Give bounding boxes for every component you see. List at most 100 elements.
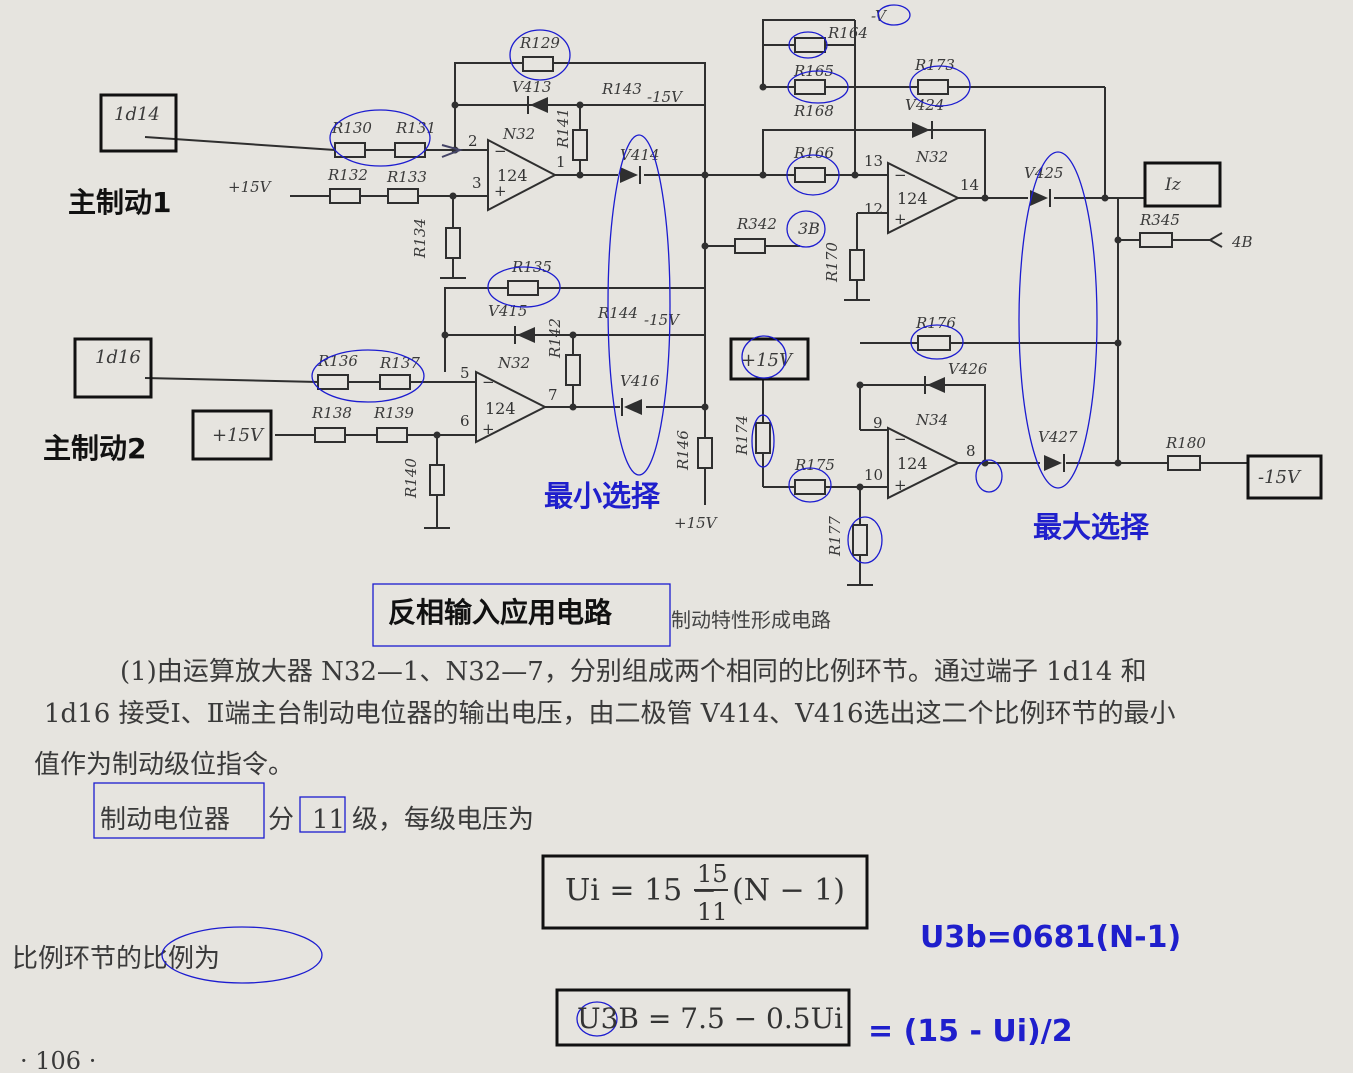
label-min-select: 最小选择 [544, 479, 661, 513]
page-number: · 106 · [20, 1047, 96, 1069]
op-amp-a4: − + 124 N34 9 10 8 [864, 411, 976, 500]
input-box-plus15: +15V [191, 409, 273, 461]
svg-text:V413: V413 [512, 78, 551, 96]
label-max-select: 最大选择 [1033, 510, 1150, 544]
svg-text:R345: R345 [1139, 211, 1180, 229]
equation-1-num: 15 [697, 860, 728, 888]
diode-v427 [1044, 454, 1065, 472]
svg-text:9: 9 [873, 414, 883, 432]
svg-text:−: − [494, 142, 507, 160]
svg-text:Iz: Iz [1164, 175, 1182, 195]
input-box-1d14: 1d14 [99, 93, 178, 153]
terminal-arrows [441, 144, 1223, 248]
svg-text:R137: R137 [379, 354, 420, 372]
note-simplified: = (15 - Ui)/2 [868, 1014, 1073, 1049]
resistor-r165 [794, 79, 826, 95]
blue-annotations [311, 4, 1098, 564]
svg-text:R177: R177 [826, 516, 844, 557]
amp2-name: N32 [497, 354, 530, 372]
amp4-num: 124 [897, 454, 928, 473]
svg-text:R143: R143 [601, 80, 642, 98]
op-amp-a2: − + 124 N32 5 6 7 [460, 354, 558, 444]
resistor-r135 [507, 280, 539, 296]
svg-text:1d14: 1d14 [114, 104, 160, 125]
diode-v425 [1030, 189, 1051, 207]
output-box-minus15: -15V [1246, 454, 1323, 500]
diode-v426 [924, 376, 945, 394]
svg-text:+15V: +15V [212, 425, 265, 446]
svg-text:R138: R138 [311, 404, 352, 422]
resistor-r129 [522, 56, 554, 72]
resistor-r146 [697, 437, 713, 469]
svg-text:R134: R134 [411, 218, 429, 259]
svg-text:R132: R132 [327, 166, 368, 184]
svg-text:R175: R175 [794, 456, 835, 474]
resistor-r180 [1167, 455, 1201, 471]
resistor-r140 [429, 464, 445, 496]
body-text: (1)由运算放大器 N32—1、N32—7，分别组成两个相同的比例环节。通过端子… [12, 657, 1181, 1073]
svg-text:V414: V414 [620, 146, 659, 164]
resistor-r174 [755, 422, 771, 454]
resistor-r166 [794, 167, 826, 183]
figure-caption: 反相输入应用电路 制动特性形成电路 [372, 583, 831, 647]
resistor-r342 [734, 238, 766, 254]
svg-text:6: 6 [460, 412, 470, 430]
svg-text:12: 12 [864, 200, 883, 218]
equation-2: U3B = 7.5 − 0.5Ui [577, 1002, 843, 1035]
svg-text:R140: R140 [402, 458, 420, 499]
resistor-r177 [852, 524, 868, 556]
diode-v424 [912, 121, 933, 139]
equation-1-right: (N − 1) [732, 873, 845, 908]
svg-text:R139: R139 [373, 404, 414, 422]
svg-text:R142: R142 [546, 318, 564, 359]
resistor-r132 [329, 188, 361, 204]
op-amp-a1: − + 124 N32 2 3 1 [468, 125, 566, 212]
svg-text:R146: R146 [674, 430, 692, 471]
resistor-r137 [379, 374, 411, 390]
svg-text:2: 2 [468, 132, 478, 150]
svg-text:+: + [494, 182, 507, 200]
resistors [314, 37, 1201, 556]
wires-section-2 [144, 287, 706, 529]
svg-text:13: 13 [864, 152, 883, 170]
svg-text:10: 10 [864, 466, 883, 484]
svg-text:R141: R141 [554, 108, 572, 149]
svg-text:+: + [482, 420, 495, 438]
paragraph-1-line-3: 值作为制动级位指令。 [34, 750, 294, 780]
resistor-r133 [387, 188, 419, 204]
resistor-r170 [849, 249, 865, 281]
input-box-plus15-right: +15V [729, 337, 810, 381]
amp2-num: 124 [485, 399, 516, 418]
op-amp-a3: − + 124 N32 13 12 14 [864, 148, 979, 235]
svg-text:+15V: +15V [674, 514, 719, 532]
input-box-1d16: 1d16 [73, 337, 153, 399]
svg-text:R129: R129 [519, 34, 560, 52]
resistor-r175 [794, 479, 826, 495]
resistor-r164 [794, 37, 826, 53]
diode-v414 [620, 166, 641, 184]
svg-text:1d16: 1d16 [95, 347, 141, 368]
svg-text:-15V: -15V [644, 311, 681, 329]
svg-text:R131: R131 [395, 119, 436, 137]
amp3-num: 124 [897, 189, 928, 208]
svg-text:3B: 3B [798, 219, 820, 238]
equation-1-left: Ui = 15 − [565, 873, 717, 908]
diode-v416 [621, 398, 642, 416]
para2-potentiometer: 制动电位器 [100, 805, 230, 835]
note-u3b-formula: U3b=0681(N-1) [920, 920, 1181, 955]
svg-text:-V: -V [871, 7, 888, 25]
svg-text:R174: R174 [733, 415, 751, 456]
svg-text:V426: V426 [948, 360, 988, 378]
amp1-num: 124 [497, 166, 528, 185]
svg-text:R130: R130 [331, 119, 372, 137]
svg-text:R342: R342 [736, 215, 777, 233]
svg-text:R180: R180 [1165, 434, 1206, 452]
resistor-r176 [917, 335, 951, 351]
svg-text:级，每级电压为: 级，每级电压为 [352, 805, 534, 835]
svg-text:分: 分 [268, 805, 294, 835]
svg-text:14: 14 [960, 176, 979, 194]
diode-v415 [505, 326, 540, 344]
svg-text:R164: R164 [827, 24, 868, 42]
component-labels: R129 R130 R131 R132 R133 R134 R141 R143 … [228, 7, 1253, 557]
